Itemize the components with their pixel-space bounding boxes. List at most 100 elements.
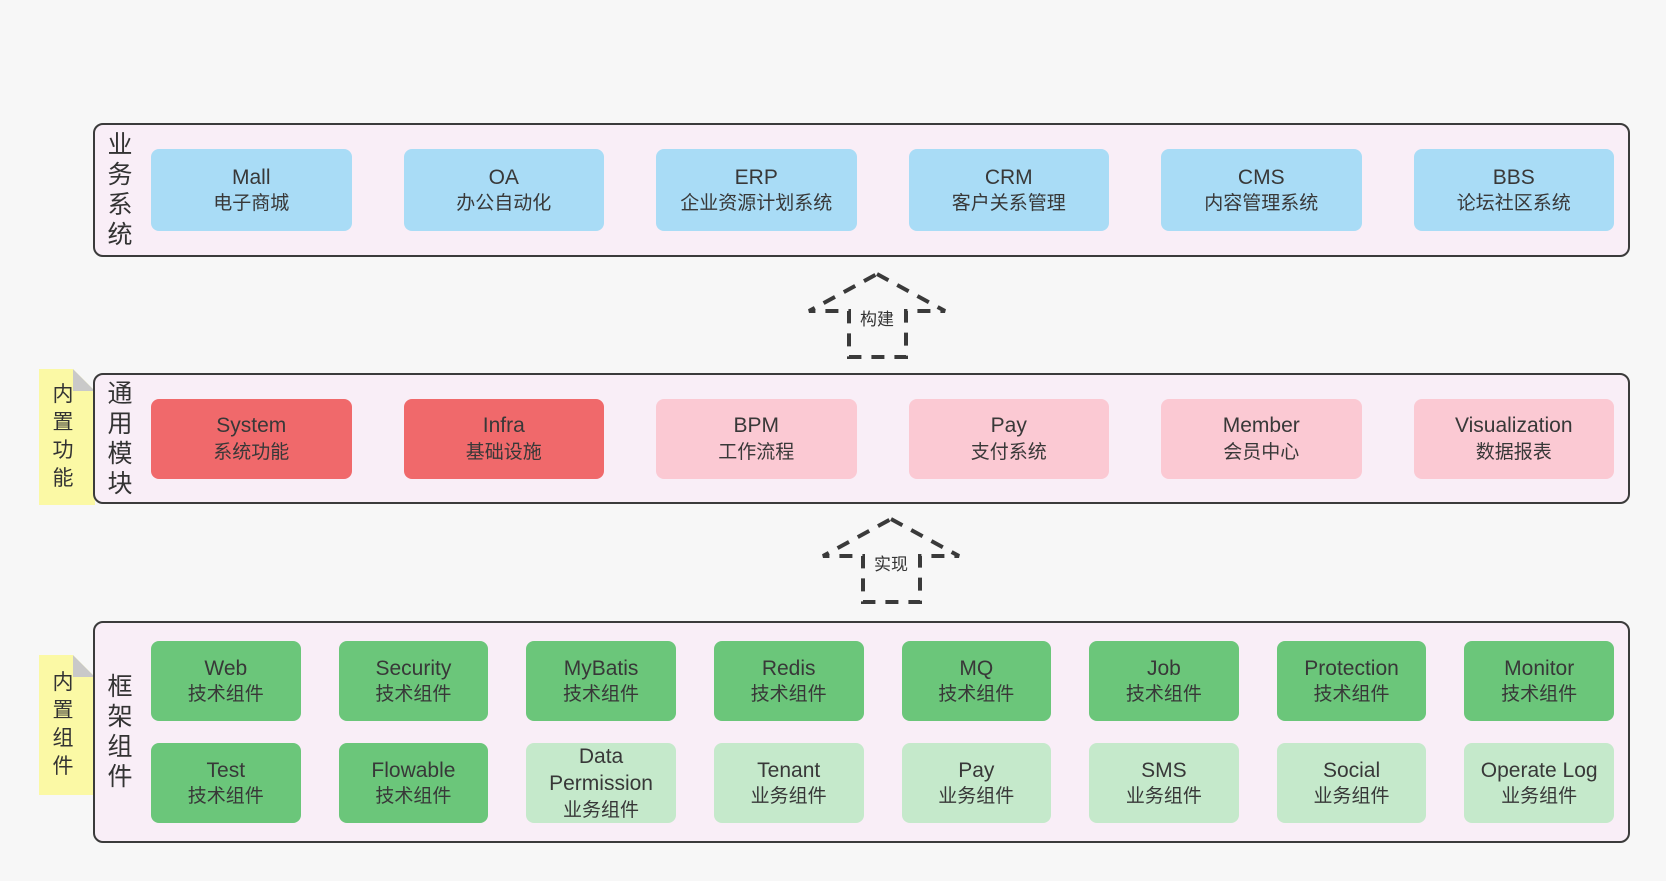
box-desc: 技术组件: [938, 684, 1015, 706]
box-name: Visualization: [1454, 414, 1573, 438]
box-desc: 技术组件: [187, 684, 264, 706]
box-name: System: [216, 414, 287, 438]
box-name: Operate Log: [1480, 758, 1598, 782]
box-desc: 业务组件: [938, 786, 1015, 808]
box-system: System 系统功能: [151, 398, 352, 479]
box-protection: Protection 技术组件: [1276, 641, 1427, 721]
box-name: Pay: [990, 414, 1027, 438]
box-name: Redis: [761, 656, 816, 680]
box-name: BPM: [733, 414, 779, 438]
dashed-up-arrow-implement: 实现: [820, 515, 962, 607]
box-member: Member 会员中心: [1161, 398, 1362, 479]
box-name: Social: [1322, 758, 1381, 782]
box-mybatis: MyBatis 技术组件: [526, 641, 676, 721]
box-social: Social 业务组件: [1276, 743, 1427, 823]
box-crm: CRM 客户关系管理: [908, 149, 1109, 231]
sticky-note-builtin-features: 内置功能: [39, 369, 95, 505]
box-name: SMS: [1141, 758, 1187, 782]
box-name: Pay: [958, 758, 995, 782]
box-desc: 论坛社区系统: [1456, 193, 1571, 215]
box-bpm: BPM 工作流程: [656, 398, 857, 479]
box-name: Flowable: [371, 758, 456, 782]
box-mq: MQ 技术组件: [901, 641, 1052, 721]
box-name: MQ: [959, 656, 994, 680]
box-name: OA: [488, 165, 519, 189]
box-security: Security 技术组件: [338, 641, 489, 721]
box-desc: 技术组件: [563, 684, 640, 706]
note-fold-corner: [73, 369, 95, 391]
box-name: MyBatis: [563, 656, 639, 680]
box-desc: 技术组件: [375, 684, 452, 706]
box-mall: Mall 电子商城: [151, 149, 352, 231]
box-desc: 基础设施: [465, 441, 542, 463]
box-operate-log: Operate Log 业务组件: [1464, 743, 1614, 823]
box-name: Protection: [1304, 656, 1399, 680]
box-desc: 业务组件: [1313, 786, 1390, 808]
box-desc: 业务组件: [750, 786, 827, 808]
box-name: Web: [204, 656, 248, 680]
box-name: Monitor: [1504, 656, 1575, 680]
box-desc: 业务组件: [1125, 786, 1202, 808]
box-name: CRM: [984, 165, 1033, 189]
box-pay: Pay 业务组件: [901, 743, 1052, 823]
dashed-up-arrow-build: 构建: [806, 270, 948, 362]
box-desc: 系统功能: [213, 441, 290, 463]
box-desc: 工作流程: [718, 441, 795, 463]
box-desc: 企业资源计划系统: [680, 193, 833, 215]
box-web: Web 技术组件: [151, 641, 301, 721]
arrow-label-implement: 实现: [870, 549, 912, 576]
arrow-label-build: 构建: [856, 304, 898, 331]
box-desc: 数据报表: [1475, 441, 1552, 463]
box-flowable: Flowable 技术组件: [338, 743, 489, 823]
layer-label-framework-components: 框架组件: [107, 673, 133, 791]
box-name: Security: [375, 656, 452, 680]
box-name: Job: [1147, 656, 1181, 680]
box-test: Test 技术组件: [151, 743, 301, 823]
note-fold-corner: [73, 655, 95, 677]
box-name: BBS: [1492, 165, 1535, 189]
box-desc: 客户关系管理: [951, 193, 1066, 215]
box-desc: 技术组件: [375, 786, 452, 808]
box-redis: Redis 技术组件: [713, 641, 864, 721]
box-desc: 业务组件: [1501, 786, 1578, 808]
box-desc: 技术组件: [750, 684, 827, 706]
box-bbs: BBS 论坛社区系统: [1413, 149, 1614, 231]
box-visualization: Visualization 数据报表: [1413, 398, 1614, 479]
note-label: 内置组件: [52, 671, 74, 778]
box-desc: 会员中心: [1223, 441, 1300, 463]
box-monitor: Monitor 技术组件: [1464, 641, 1614, 721]
layer-label-business-systems: 业务系统: [107, 131, 133, 249]
box-desc: 电子商城: [213, 193, 290, 215]
box-desc: 技术组件: [187, 786, 264, 808]
box-desc: 支付系统: [970, 441, 1047, 463]
box-oa: OA 办公自动化: [403, 149, 604, 231]
box-name: Member: [1222, 414, 1300, 438]
box-desc: 业务组件: [563, 800, 640, 822]
box-tenant: Tenant 业务组件: [713, 743, 864, 823]
box-desc: 办公自动化: [456, 193, 552, 215]
box-pay: Pay 支付系统: [908, 398, 1109, 479]
box-name: Mall: [231, 165, 271, 189]
sticky-note-builtin-components: 内置组件: [39, 655, 95, 795]
note-label: 内置功能: [52, 383, 74, 490]
layer-label-common-modules: 通用模块: [107, 379, 133, 498]
box-name: Test: [206, 758, 246, 782]
box-desc: 技术组件: [1313, 684, 1390, 706]
box-name: CMS: [1237, 165, 1285, 189]
box-name: Tenant: [757, 758, 821, 782]
box-desc: 技术组件: [1501, 684, 1578, 706]
